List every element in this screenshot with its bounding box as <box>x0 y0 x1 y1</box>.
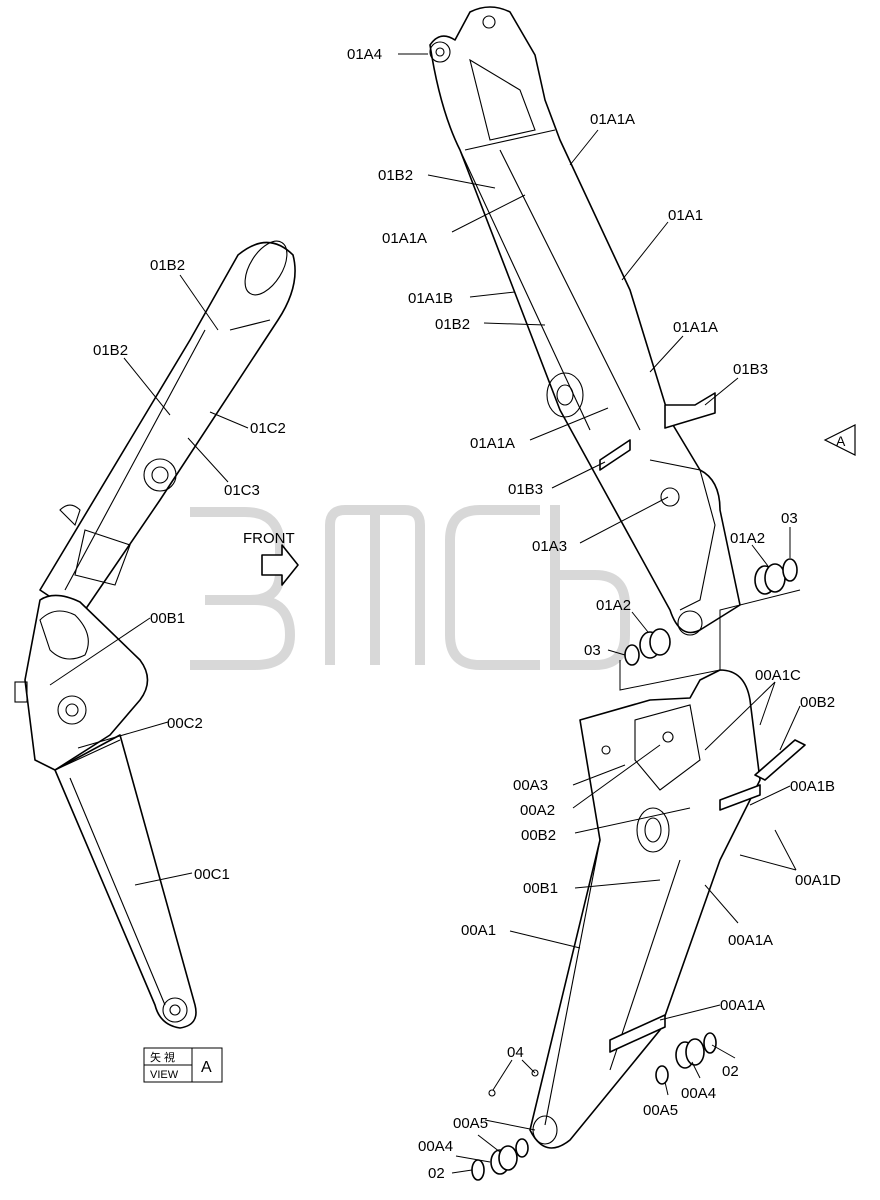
label-01B3-low: 01B3 <box>508 481 543 498</box>
label-00A1D: 00A1D <box>795 872 841 889</box>
label-00A4-left: 00A4 <box>418 1138 453 1155</box>
label-00A1A-low: 00A1A <box>720 997 765 1014</box>
label-01A3: 01A3 <box>532 538 567 555</box>
label-03-right: 03 <box>781 510 798 527</box>
label-00A2: 00A2 <box>520 802 555 819</box>
label-01A2-right: 01A2 <box>730 530 765 547</box>
view-jp-label: 矢 視 <box>150 1050 175 1064</box>
view-letter: A <box>201 1059 212 1076</box>
view-a-box: 矢 視 VIEW A <box>143 1047 223 1083</box>
upper-boom-leaders <box>398 53 791 656</box>
label-00C1: 00C1 <box>194 866 230 883</box>
label-00C2: 00C2 <box>167 715 203 732</box>
label-00A5-left: 00A5 <box>453 1115 488 1132</box>
label-00A1: 00A1 <box>461 922 496 939</box>
label-00B1-side: 00B1 <box>150 610 185 627</box>
label-00B2-right: 00B2 <box>800 694 835 711</box>
label-00A4-right: 00A4 <box>681 1085 716 1102</box>
label-01A1A-b: 01A1A <box>382 230 427 247</box>
label-01C2: 01C2 <box>250 420 286 437</box>
label-02-right: 02 <box>722 1063 739 1080</box>
part-labels: 01A4 01A1A 01B2 01A1A 01A1 01A1B 01B2 01… <box>93 46 841 1182</box>
label-01A1A-low: 01A1A <box>470 435 515 452</box>
label-01B3-right: 01B3 <box>733 361 768 378</box>
view-en-label: VIEW <box>150 1069 179 1081</box>
side-view-boom <box>14 240 296 1029</box>
label-00B2-left: 00B2 <box>521 827 556 844</box>
label-01A4: 01A4 <box>347 46 382 63</box>
upper-boom-01 <box>429 6 741 636</box>
view-marker-a: A <box>823 424 856 456</box>
label-01C3: 01C3 <box>224 482 260 499</box>
label-02-left: 02 <box>428 1165 445 1182</box>
label-01A1: 01A1 <box>668 207 703 224</box>
label-01B2-side2: 01B2 <box>93 342 128 359</box>
label-00A1A-mid: 00A1A <box>728 932 773 949</box>
lower-boom-00 <box>529 669 806 1149</box>
label-00B1: 00B1 <box>523 880 558 897</box>
front-arrow: FRONT <box>243 530 299 586</box>
label-00A1C: 00A1C <box>755 667 801 684</box>
front-label: FRONT <box>243 530 295 547</box>
label-01B2-side1: 01B2 <box>150 257 185 274</box>
label-01B2-mid: 01B2 <box>435 316 470 333</box>
label-00A5-right: 00A5 <box>643 1102 678 1119</box>
label-01A1A-mid: 01A1A <box>673 319 718 336</box>
upper-boom-bushings <box>619 558 801 691</box>
side-view-leaders <box>49 274 249 886</box>
label-03-left: 03 <box>584 642 601 659</box>
label-04: 04 <box>507 1044 524 1061</box>
label-01B2-top: 01B2 <box>378 167 413 184</box>
label-01A1A-top: 01A1A <box>590 111 635 128</box>
label-00A1B: 00A1B <box>790 778 835 795</box>
label-01A1B: 01A1B <box>408 290 453 307</box>
label-00A3: 00A3 <box>513 777 548 794</box>
lower-boom-leaders <box>451 681 801 1174</box>
view-marker-letter: A <box>836 433 846 449</box>
label-01A2-left: 01A2 <box>596 597 631 614</box>
watermark: TM <box>190 500 645 670</box>
